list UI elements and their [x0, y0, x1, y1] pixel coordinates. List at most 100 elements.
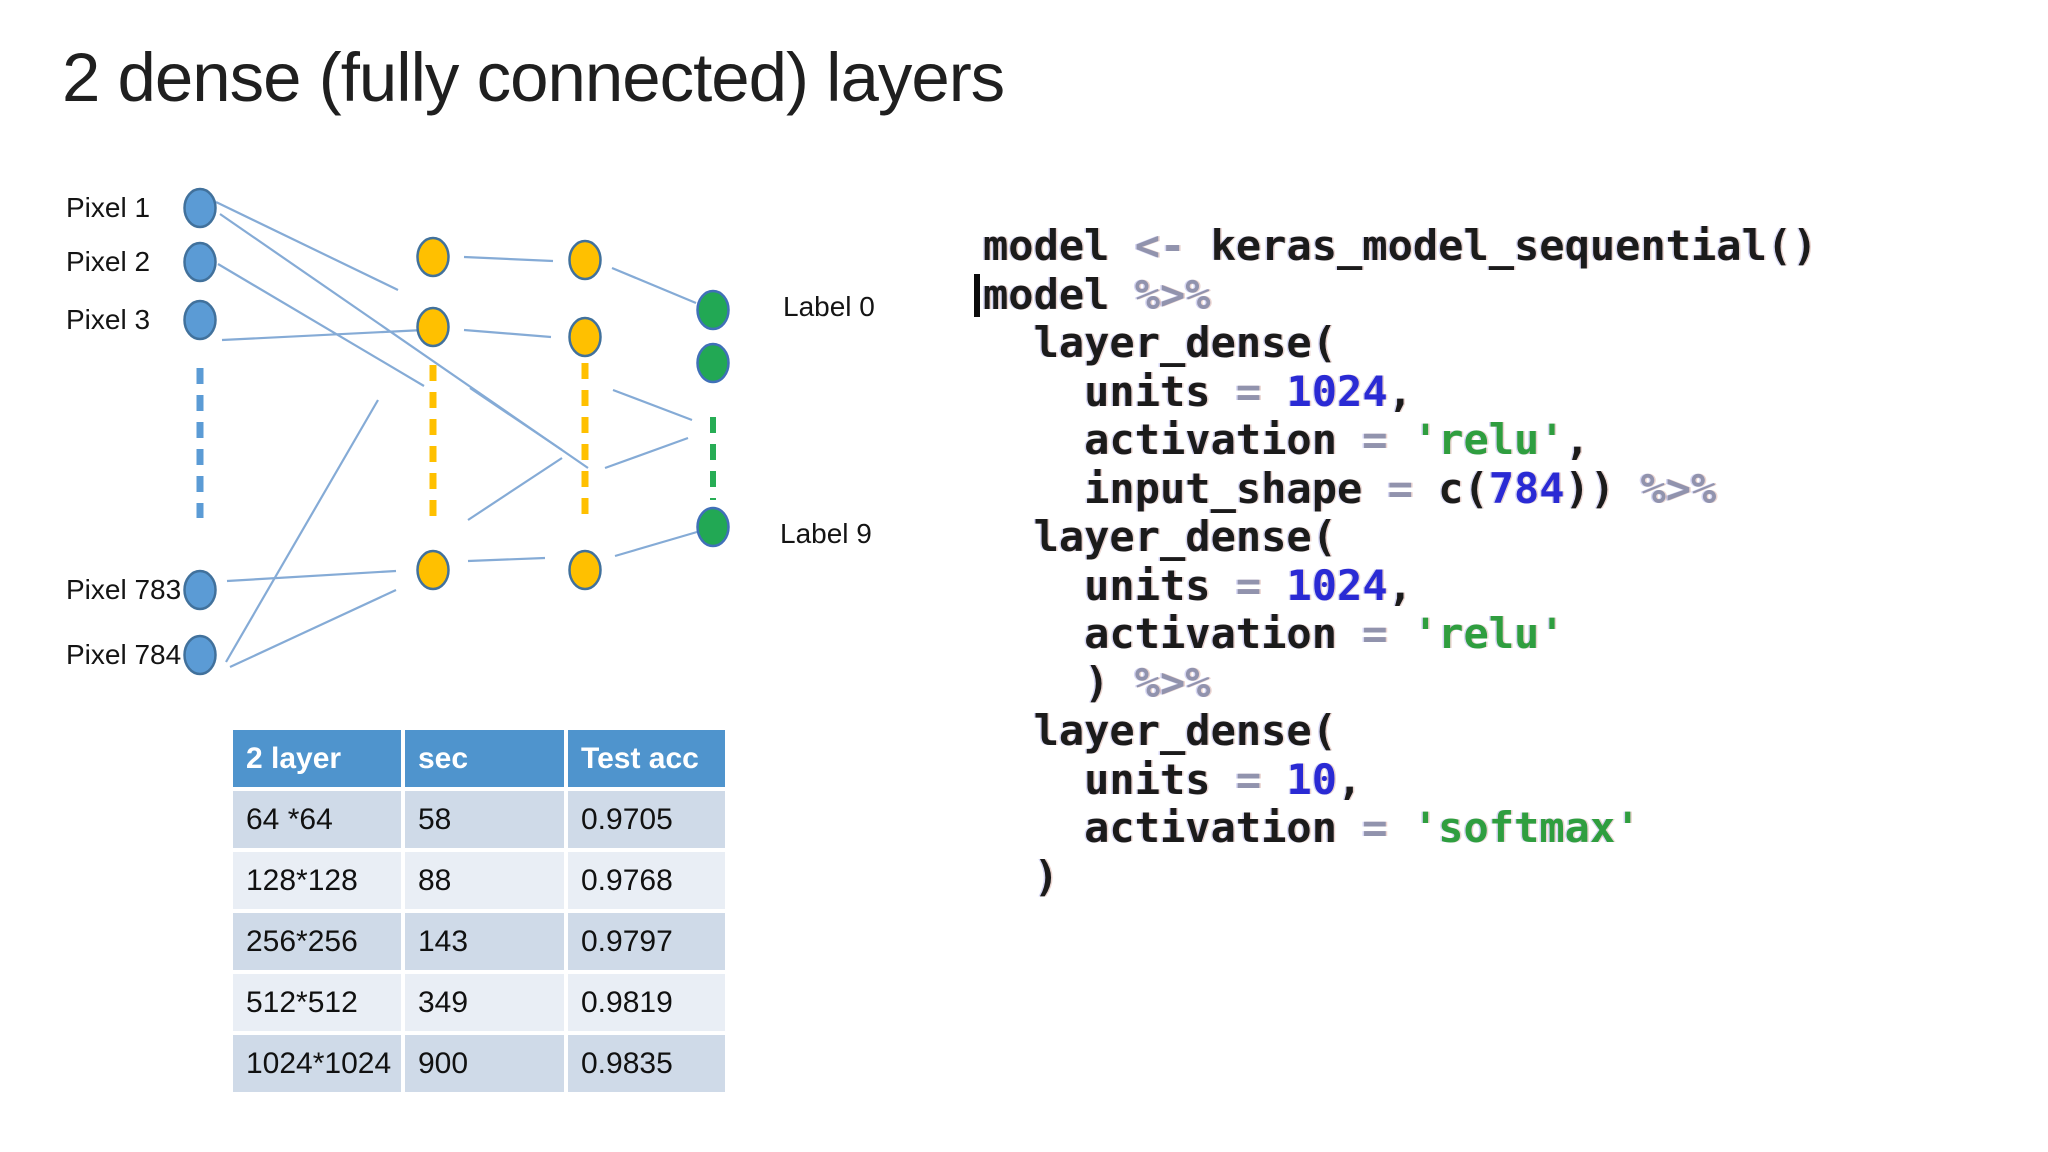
code-line: units = 1024,: [983, 366, 1817, 417]
code-line: layer_dense(: [983, 318, 1817, 368]
table-cell: 0.9705: [568, 791, 725, 848]
code-token: 'relu': [1412, 609, 1565, 658]
code-token: units: [983, 754, 1236, 804]
table-header-cell: sec: [405, 730, 564, 787]
connection-line: [467, 556, 546, 563]
table-header-cell: Test acc: [568, 730, 725, 787]
connection-line: [226, 569, 397, 583]
connection-line: [614, 530, 698, 558]
code-token: =: [1362, 415, 1388, 464]
hidden2-node: [568, 549, 602, 591]
output-node: [696, 289, 730, 331]
code-token: 'relu': [1412, 415, 1565, 464]
code-line: activation = 'relu': [983, 609, 1817, 659]
connection-line: [463, 328, 552, 339]
input-node: [183, 187, 217, 229]
code-line: input_shape = c(784)) %>%: [983, 463, 1817, 514]
code-line: units = 1024,: [983, 560, 1817, 611]
code-token: model: [983, 221, 1135, 270]
code-line: ): [983, 851, 1817, 902]
table-header-cell: 2 layer: [233, 730, 401, 787]
hidden2-node: [568, 316, 602, 358]
code-token: =: [1362, 609, 1388, 658]
code-token: ): [983, 851, 1059, 901]
connection-line: [463, 255, 554, 263]
table-cell: 512*512: [233, 974, 401, 1031]
input-label: Pixel 3: [66, 304, 151, 335]
code-token: %>%: [1134, 269, 1211, 319]
code-token: [1261, 367, 1286, 416]
table-cell: 1024*1024: [233, 1035, 401, 1092]
connection-line: [215, 201, 399, 291]
input-node: [183, 241, 217, 283]
output-node: [696, 506, 730, 548]
input-node: [183, 634, 217, 676]
code-line: units = 10,: [983, 754, 1817, 805]
code-token: ,: [1564, 415, 1590, 464]
slide-title: 2 dense (fully connected) layers: [62, 39, 1005, 116]
input-label: Pixel 784: [66, 639, 182, 670]
code-token: keras_model_sequential(): [1185, 221, 1818, 270]
table-cell: 143: [405, 913, 564, 970]
table-cell: 256*256: [233, 913, 401, 970]
code-token: =: [1235, 560, 1262, 610]
code-token: 10: [1286, 754, 1338, 804]
code-token: =: [1235, 754, 1262, 804]
code-token: <-: [1134, 221, 1186, 270]
code-token: input_shape: [983, 463, 1388, 513]
table-cell: 0.9819: [568, 974, 725, 1031]
code-token: 1024: [1286, 560, 1388, 610]
code-token: model: [983, 269, 1135, 319]
code-token: [1388, 415, 1413, 464]
code-line: ) %>%: [983, 657, 1817, 708]
code-token: units: [983, 560, 1236, 610]
code-token: activation: [983, 415, 1363, 464]
input-node: [183, 299, 217, 341]
code-token: ): [983, 657, 1135, 707]
table-cell: 88: [405, 852, 564, 909]
code-token: c(: [1412, 463, 1489, 513]
code-token: 'softmax': [1412, 803, 1641, 852]
input-label: Pixel 783: [66, 574, 182, 605]
table-cell: 128*128: [233, 852, 401, 909]
table-cell: 58: [405, 791, 564, 848]
code-token: layer_dense(: [983, 706, 1338, 755]
input-node: [183, 569, 217, 611]
hidden1-node: [416, 549, 450, 591]
table-cell: 0.9768: [568, 852, 725, 909]
code-token: ,: [1387, 366, 1413, 416]
code-token: activation: [983, 609, 1363, 658]
table-cell: 349: [405, 974, 564, 1031]
code-line: layer_dense(: [983, 706, 1817, 756]
code-token: %>%: [1134, 657, 1211, 707]
code-token: )): [1564, 463, 1641, 513]
code-line: model <- keras_model_sequential(): [983, 221, 1818, 271]
output-label: Label 9: [780, 518, 872, 549]
connection-line: [467, 457, 563, 521]
code-line: model %>%: [974, 269, 1817, 320]
table-cell: 64 *64: [233, 791, 401, 848]
output-node: [696, 342, 730, 384]
code-token: =: [1362, 803, 1388, 852]
code-token: =: [1387, 463, 1413, 513]
table-cell: 900: [405, 1035, 564, 1092]
connection-line: [221, 328, 425, 342]
output-label: Label 0: [783, 291, 875, 322]
code-line: activation = 'relu',: [983, 415, 1817, 465]
code-token: [1261, 561, 1286, 610]
connection-line: [469, 387, 563, 451]
code-token: 784: [1488, 463, 1565, 513]
code-token: units: [983, 366, 1236, 416]
code-editor-screenshot: model <- keras_model_sequential()model %…: [974, 221, 1818, 902]
connection-line: [611, 266, 697, 305]
code-token: [1388, 609, 1413, 658]
code-token: layer_dense(: [983, 318, 1338, 367]
code-line: activation = 'softmax': [983, 803, 1817, 853]
